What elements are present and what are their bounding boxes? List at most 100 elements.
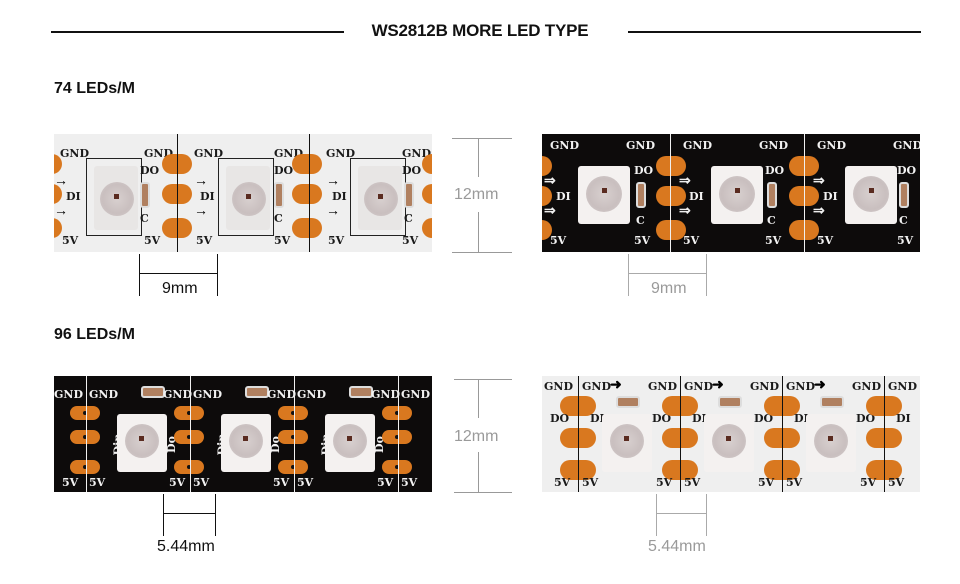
led-chip <box>602 414 652 472</box>
pin-label-5v: 5V <box>144 234 161 247</box>
strip-segment: GND ⇒ DI ⇒ 5V GND DO C 5V <box>671 134 819 252</box>
capacitor <box>141 386 165 398</box>
pin-label-gnd: GND <box>193 388 222 401</box>
pin-label-gnd: GND <box>550 139 579 152</box>
pin-label-gnd: GND <box>54 388 83 401</box>
pin-label-5v: 5V <box>888 476 905 489</box>
arrow-right-icon: → <box>326 202 340 218</box>
solder-pad <box>292 218 322 238</box>
led-chip <box>578 166 630 224</box>
solder-pad <box>656 186 686 206</box>
header-rule-left <box>51 31 344 33</box>
solder-pad <box>70 460 100 474</box>
dimension-line <box>452 252 512 253</box>
solder-pad <box>174 406 204 420</box>
solder-pad <box>70 406 100 420</box>
pin-label-do: DO <box>274 164 294 177</box>
pin-label-5v: 5V <box>62 234 79 247</box>
led-die <box>602 188 607 193</box>
dimension-line <box>628 254 629 296</box>
capacitor <box>404 182 414 208</box>
section-label-74: 74 LEDs/M <box>54 80 135 97</box>
solder-pad <box>382 406 412 420</box>
pin-label-di: DI <box>896 412 911 425</box>
solder-pad <box>54 218 62 238</box>
solder-pad <box>422 154 432 174</box>
led-lens <box>814 424 848 458</box>
pin-label-di: DI <box>692 412 707 425</box>
pin-label-do: DO <box>765 164 785 177</box>
pin-label-gnd: GND <box>267 388 296 401</box>
pin-label-gnd: GND <box>648 380 677 393</box>
pin-label-do: DO <box>140 164 160 177</box>
dimension-line <box>217 254 218 296</box>
solder-pad <box>656 156 686 176</box>
led-lens <box>610 424 644 458</box>
arrow-right-icon: ➜ <box>610 376 622 392</box>
pitch-dimension-5-44mm: 5.44mm <box>648 538 706 555</box>
pin-label-gnd: GND <box>401 388 430 401</box>
led-lens <box>719 176 755 212</box>
cut-line <box>86 376 87 492</box>
led-die <box>828 436 833 441</box>
strip-segment: GND ⇒ DI ⇒ 5V GND DO C 5V <box>542 134 686 252</box>
pin-label-do: DO <box>652 412 672 425</box>
capacitor <box>636 182 646 208</box>
dimension-line <box>139 254 140 296</box>
led-lens <box>100 182 134 216</box>
solder-pad <box>292 184 322 204</box>
led-die <box>114 194 119 199</box>
height-dimension-12mm: 12mm <box>454 428 499 445</box>
pin-label-gnd: GND <box>297 388 326 401</box>
led-die <box>246 194 251 199</box>
pin-label-gnd: GND <box>163 388 192 401</box>
pin-label-di: DI <box>66 190 81 203</box>
cut-line <box>680 376 681 492</box>
cut-line <box>398 376 399 492</box>
pin-label-do: DO <box>550 412 570 425</box>
arrow-right-icon: → <box>194 172 208 188</box>
pin-label-gnd: GND <box>371 388 400 401</box>
pin-label-di: DI <box>332 190 347 203</box>
solder-pad <box>292 154 322 174</box>
led-die <box>378 194 383 199</box>
dimension-arrow <box>478 139 479 177</box>
led-die <box>735 188 740 193</box>
cut-line <box>804 134 805 252</box>
capacitor <box>899 182 909 208</box>
led-die <box>726 436 731 441</box>
pin-label-di: DI <box>200 190 215 203</box>
solder-pad <box>174 460 204 474</box>
arrow-right-icon: ⇒ <box>679 172 691 188</box>
pin-label-5v: 5V <box>273 476 290 489</box>
led-chip <box>711 166 763 224</box>
pin-label-5v: 5V <box>297 476 314 489</box>
capacitor <box>349 386 373 398</box>
dimension-line <box>452 138 512 139</box>
led-lens <box>229 424 263 458</box>
dimension-line <box>215 494 216 536</box>
solder-pad <box>542 186 552 206</box>
dimension-arrow <box>629 273 706 274</box>
cut-line <box>884 376 885 492</box>
capacitor <box>616 396 640 408</box>
led-chip <box>325 414 375 472</box>
led-die <box>139 436 144 441</box>
pitch-dimension-9mm: 9mm <box>651 280 687 297</box>
pin-label-gnd: GND <box>89 388 118 401</box>
arrow-right-icon: ⇒ <box>813 202 825 218</box>
cut-line <box>190 376 191 492</box>
solder-pad <box>382 430 412 444</box>
led-die <box>243 436 248 441</box>
pin-label-c: C <box>899 214 908 227</box>
led-chip <box>845 166 897 224</box>
solder-pad <box>656 220 686 240</box>
pin-label-5v: 5V <box>193 476 210 489</box>
led-strip-74-black: GND ⇒ DI ⇒ 5V GND DO C 5V GND ⇒ DI ⇒ 5V … <box>542 134 920 252</box>
led-chip <box>806 414 856 472</box>
led-chip <box>704 414 754 472</box>
pin-label-5v: 5V <box>89 476 106 489</box>
pin-label-5v: 5V <box>684 476 701 489</box>
strip-segment: GND 5V Din Do GND 5V <box>295 376 400 492</box>
solder-pad <box>174 430 204 444</box>
